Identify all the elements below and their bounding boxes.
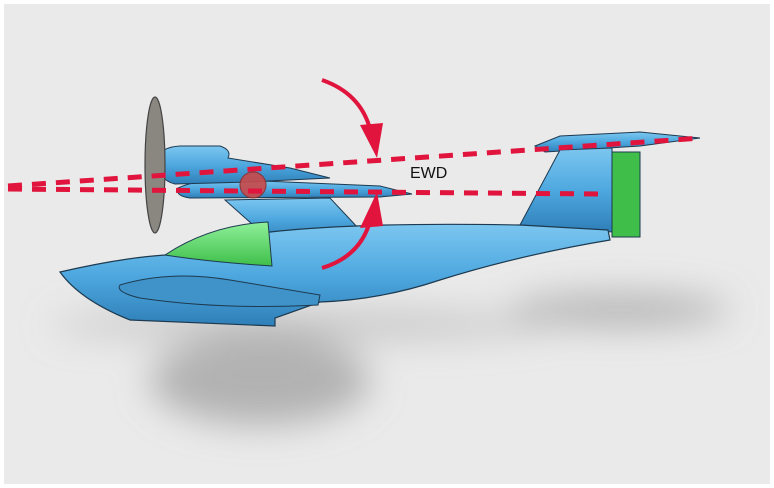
rudder	[611, 151, 641, 238]
vertical-fin	[519, 147, 613, 233]
sponson	[118, 275, 321, 307]
propeller	[144, 96, 166, 234]
lower-arrow-head-icon	[360, 192, 383, 228]
wing-incidence-line	[7, 135, 703, 189]
tail-incidence-line	[7, 186, 601, 197]
center-of-gravity-marker	[239, 171, 267, 199]
upper-arrow-head-icon	[360, 123, 383, 158]
ewd-label: EWD	[410, 165, 448, 182]
canopy	[163, 221, 273, 267]
